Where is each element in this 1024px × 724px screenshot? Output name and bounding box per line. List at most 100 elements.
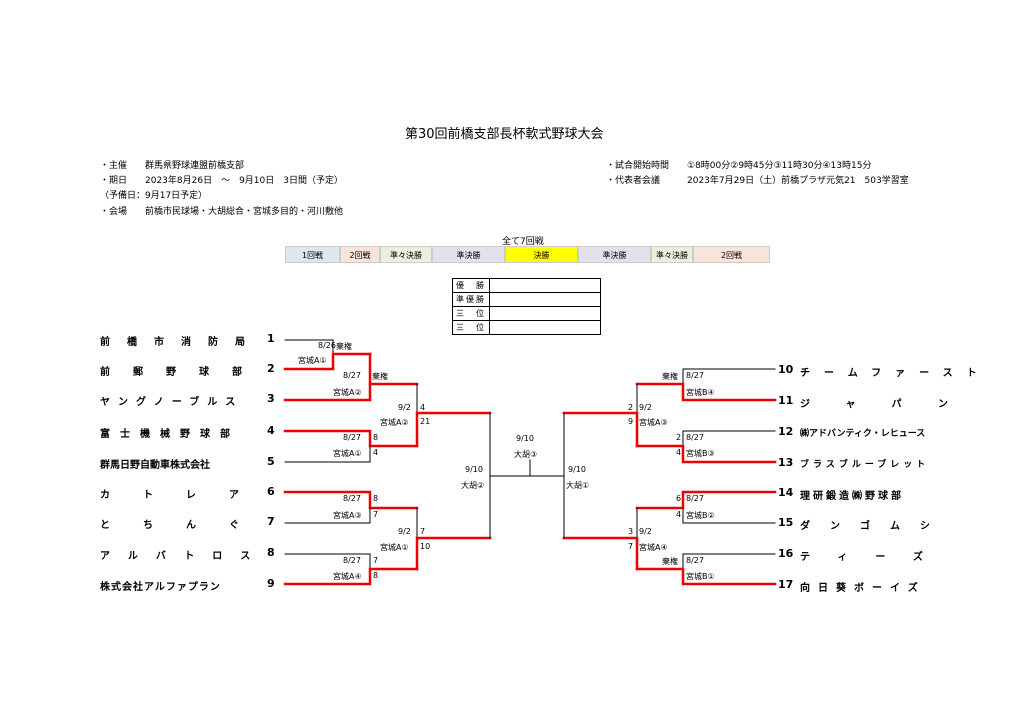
team-number: 6 — [267, 485, 275, 498]
team-name: 群馬日野自動車株式会社 — [100, 460, 210, 471]
match-venue: 大胡② — [461, 481, 485, 490]
info-organizer: ・主催 群馬県野球連盟前橋支部 — [100, 161, 245, 171]
left-team-2: 前郵野球部 — [100, 363, 265, 378]
round-cell: 準決勝 — [432, 246, 505, 263]
match-date: 8/27 — [343, 371, 361, 380]
bracket-line — [682, 553, 776, 570]
right-team-15: ダンゴムシ — [800, 521, 950, 532]
left-team-4: 富士機械野球部 — [100, 425, 240, 440]
bracket-line — [415, 536, 492, 571]
match-venue: 宮城A③ — [333, 511, 362, 520]
match-score: 7 — [373, 510, 379, 519]
team-number: 3 — [267, 392, 275, 405]
bracket-line — [635, 567, 777, 586]
team-number: 7 — [267, 515, 275, 528]
team-number: 2 — [267, 362, 275, 375]
bracket-line — [682, 430, 776, 447]
third-place-value — [489, 320, 601, 335]
match-score: 棄権 — [372, 372, 388, 381]
info-venues: ・会場 前橋市民球場・大胡総合・宮城多目的・河川敷他 — [100, 207, 344, 217]
match-venue: 宮城A③ — [639, 418, 668, 427]
match-score: 2 — [628, 403, 634, 412]
round-header: 1回戦 2回戦 準々決勝 準決勝 決勝 準決勝 準々決勝 2回戦 — [285, 246, 770, 263]
match-date: 9/10 — [568, 465, 586, 474]
match-venue: 宮城A② — [380, 418, 409, 427]
team-number: 17 — [778, 578, 794, 591]
match-date: 8/27 — [686, 494, 704, 503]
team-name: カトレア — [100, 490, 272, 501]
team-name: アルバトロス — [100, 551, 269, 562]
match-score: 10 — [420, 542, 431, 551]
info-start-times: ・試合開始時間 ①8時00分②9時45分③11時30分④13時15分 — [606, 161, 872, 171]
match-date: 8/27 — [343, 433, 361, 442]
right-team-10: チームファースト — [800, 368, 991, 379]
bracket-line — [682, 507, 776, 524]
info-reserve-day: （予備日：9月17日予定） — [100, 191, 208, 201]
bracket-line — [284, 339, 334, 355]
match-venue: 宮城A① — [333, 449, 362, 458]
match-venue: 宮城B④ — [686, 388, 715, 397]
match-venue: 宮城B② — [686, 511, 715, 520]
match-venue: 宮城B③ — [686, 449, 715, 458]
bracket-line — [415, 411, 492, 448]
right-team-14: 理研鍛造㈱野球部 — [800, 491, 904, 502]
match-score: 2 — [676, 433, 682, 442]
team-name: 富士機械野球部 — [100, 429, 240, 440]
results-table: 優 勝 準優勝 三 位 三 位 — [452, 278, 601, 335]
match-date: 8/27 — [686, 556, 704, 565]
round-cell: 準々決勝 — [651, 246, 693, 263]
match-date: 8/26 — [318, 341, 336, 350]
match-score: 21 — [420, 417, 431, 426]
left-team-1: 前橋市消防局 — [100, 333, 262, 348]
team-name: とちんぐ — [100, 520, 272, 531]
match-date: 8/27 — [343, 556, 361, 565]
info-dates: ・期日 2023年8月26日 ～ 9月10日 3日間（予定） — [100, 176, 343, 186]
right-team-17: 向日葵ボーイズ — [800, 583, 926, 594]
bracket-line — [284, 507, 371, 524]
match-venue: 宮城A④ — [639, 543, 668, 552]
match-score: 棄権 — [662, 372, 678, 381]
match-venue: 宮城A④ — [333, 572, 362, 581]
round-cell: 1回戦 — [285, 246, 340, 263]
match-score: 8 — [373, 571, 379, 580]
team-name: ヤングノーブルス — [100, 397, 244, 408]
match-date: 8/27 — [686, 433, 704, 442]
bracket-line — [284, 445, 371, 463]
team-number: 1 — [267, 332, 275, 345]
round-cell: 準決勝 — [578, 246, 651, 263]
team-number: 16 — [778, 547, 794, 560]
match-venue: 宮城A① — [298, 356, 327, 365]
left-team-7: とちんぐ — [100, 516, 272, 531]
bracket-line — [682, 368, 776, 385]
match-venue: 宮城A② — [333, 388, 362, 397]
match-score: 9 — [628, 417, 634, 426]
team-number: 4 — [267, 424, 275, 437]
match-venue: 宮城A① — [380, 543, 409, 552]
left-team-9: 株式会社アルファプラン — [100, 578, 221, 593]
left-team-6: カトレア — [100, 486, 272, 501]
bracket-line — [284, 553, 371, 570]
match-date: 9/10 — [465, 465, 483, 474]
match-score: 8 — [373, 494, 379, 503]
match-score: 3 — [628, 527, 634, 536]
team-name: 前郵野球部 — [100, 367, 265, 378]
bracket-line — [283, 490, 419, 510]
match-date: 9/2 — [639, 403, 652, 412]
round-cell: 2回戦 — [340, 246, 380, 263]
team-number: 8 — [267, 546, 275, 559]
match-score: 7 — [628, 542, 634, 551]
match-score: 棄権 — [662, 557, 678, 566]
round-cell: 決勝 — [505, 246, 578, 263]
bracket-line — [635, 490, 777, 510]
match-date: 9/2 — [398, 527, 411, 536]
match-score: 4 — [373, 448, 379, 457]
match-date: 9/2 — [639, 527, 652, 536]
match-date: 8/27 — [343, 494, 361, 503]
match-score: 7 — [420, 527, 426, 536]
team-number: 14 — [778, 486, 794, 499]
bracket-line — [283, 429, 419, 448]
bracket-line — [283, 382, 372, 402]
bracket-line — [562, 411, 639, 448]
match-score: 4 — [676, 510, 682, 519]
